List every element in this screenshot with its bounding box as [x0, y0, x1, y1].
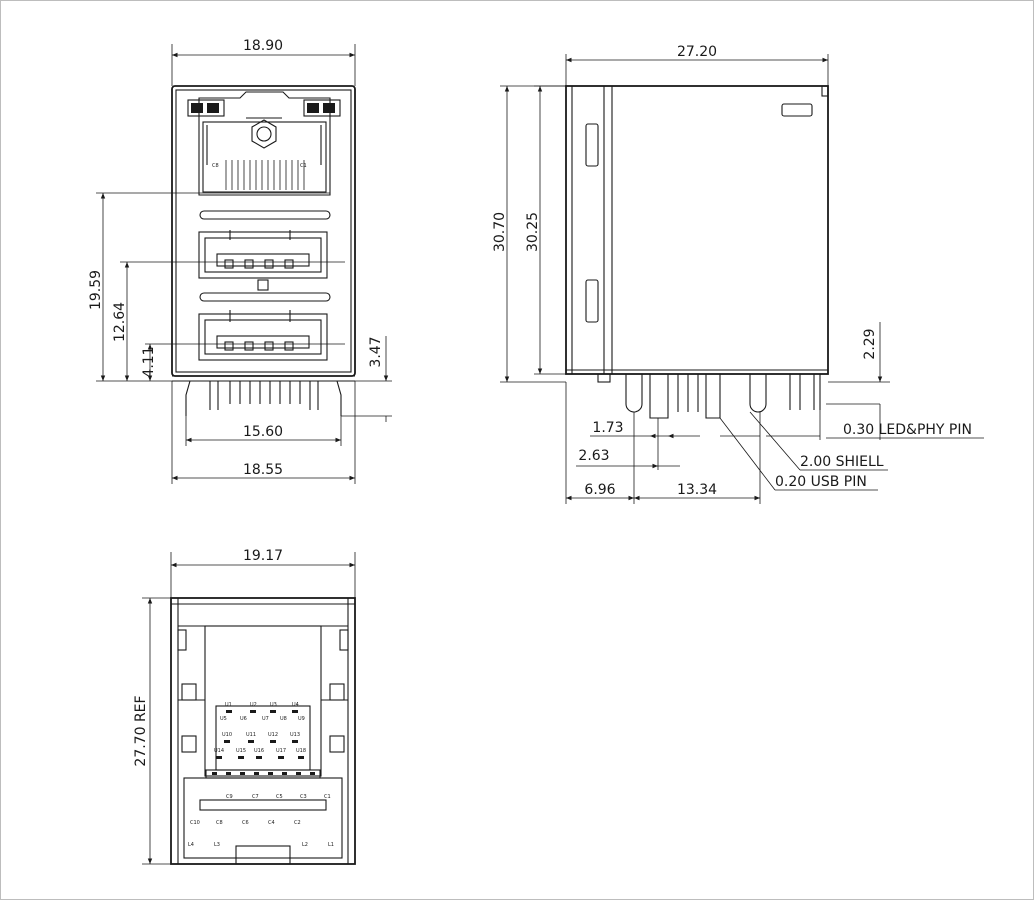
svg-text:U12: U12: [268, 732, 278, 738]
front-pins: [209, 381, 319, 410]
dim-263: 2.63: [578, 448, 609, 464]
rj45-pin-c1: C1: [300, 163, 307, 169]
dim-696: 6.96: [584, 482, 615, 498]
usb-port-upper: [198, 230, 328, 291]
svg-text:U16: U16: [254, 748, 264, 754]
dim-pin-standoff: 2.29: [862, 328, 878, 359]
svg-text:C4: C4: [268, 820, 275, 826]
dim-height-rj45: 19.59: [88, 270, 104, 310]
dim-front-width: 18.90: [243, 38, 283, 54]
svg-text:U9: U9: [298, 716, 305, 722]
svg-text:U17: U17: [276, 748, 286, 754]
usb-port-lower: [198, 310, 328, 361]
svg-text:U8: U8: [280, 716, 287, 722]
svg-text:U10: U10: [222, 732, 232, 738]
svg-text:L1: L1: [328, 842, 334, 848]
svg-text:U1: U1: [225, 702, 232, 708]
front-view: 18.90: [88, 38, 392, 484]
svg-text:U2: U2: [250, 702, 257, 708]
note-shield: 2.00 SHIELL: [800, 454, 884, 470]
svg-text:U7: U7: [262, 716, 269, 722]
side-view: 27.20 30.70: [492, 44, 984, 504]
side-pins: [612, 373, 821, 419]
dim-pin-span-inner: 15.60: [243, 424, 283, 440]
svg-text:C7: C7: [252, 794, 259, 800]
rj45-pin-c8: C8: [212, 163, 219, 169]
svg-text:C8: C8: [216, 820, 223, 826]
bottom-view: 19.17 27.70 REF U1 U2 U3 U4 U5: [133, 548, 356, 865]
dim-pin-span-outer: 18.55: [243, 462, 283, 478]
dim-1334: 13.34: [677, 482, 717, 498]
svg-text:U18: U18: [296, 748, 306, 754]
svg-text:C10: C10: [190, 820, 200, 826]
svg-text:U5: U5: [220, 716, 227, 722]
svg-text:U13: U13: [290, 732, 300, 738]
svg-text:C3: C3: [300, 794, 307, 800]
dim-height-total: 30.70: [492, 212, 508, 252]
svg-text:U3: U3: [270, 702, 277, 708]
dim-depth: 27.20: [677, 44, 717, 60]
svg-text:U14: U14: [214, 748, 224, 754]
svg-text:L3: L3: [214, 842, 220, 848]
svg-text:L2: L2: [302, 842, 308, 848]
svg-text:C1: C1: [324, 794, 331, 800]
dim-height-usb2: 4.11: [141, 346, 157, 377]
rj45-contacts: [225, 160, 305, 190]
svg-text:C2: C2: [294, 820, 301, 826]
dim-173: 1.73: [592, 420, 623, 436]
svg-text:U11: U11: [246, 732, 256, 738]
svg-text:U4: U4: [292, 702, 299, 708]
dim-height-usb1: 12.64: [112, 302, 128, 342]
note-usb: 0.20 USB PIN: [775, 474, 867, 490]
svg-text:C6: C6: [242, 820, 249, 826]
svg-text:C9: C9: [226, 794, 233, 800]
dim-bottom-width: 19.17: [243, 548, 283, 564]
svg-text:C5: C5: [276, 794, 283, 800]
pcb-labels: U1 U2 U3 U4 U5 U6 U7 U8 U9 U10 U11 U12 U…: [188, 702, 334, 848]
dim-height-body: 30.25: [525, 212, 541, 252]
dim-pin-length: 3.47: [368, 336, 384, 367]
note-led-phy: 0.30 LED&PHY PIN: [843, 422, 972, 438]
dim-bottom-length: 27.70 REF: [133, 695, 149, 766]
svg-text:U15: U15: [236, 748, 246, 754]
pcb-pads: [212, 710, 315, 775]
svg-text:L4: L4: [188, 842, 194, 848]
svg-text:U6: U6: [240, 716, 247, 722]
